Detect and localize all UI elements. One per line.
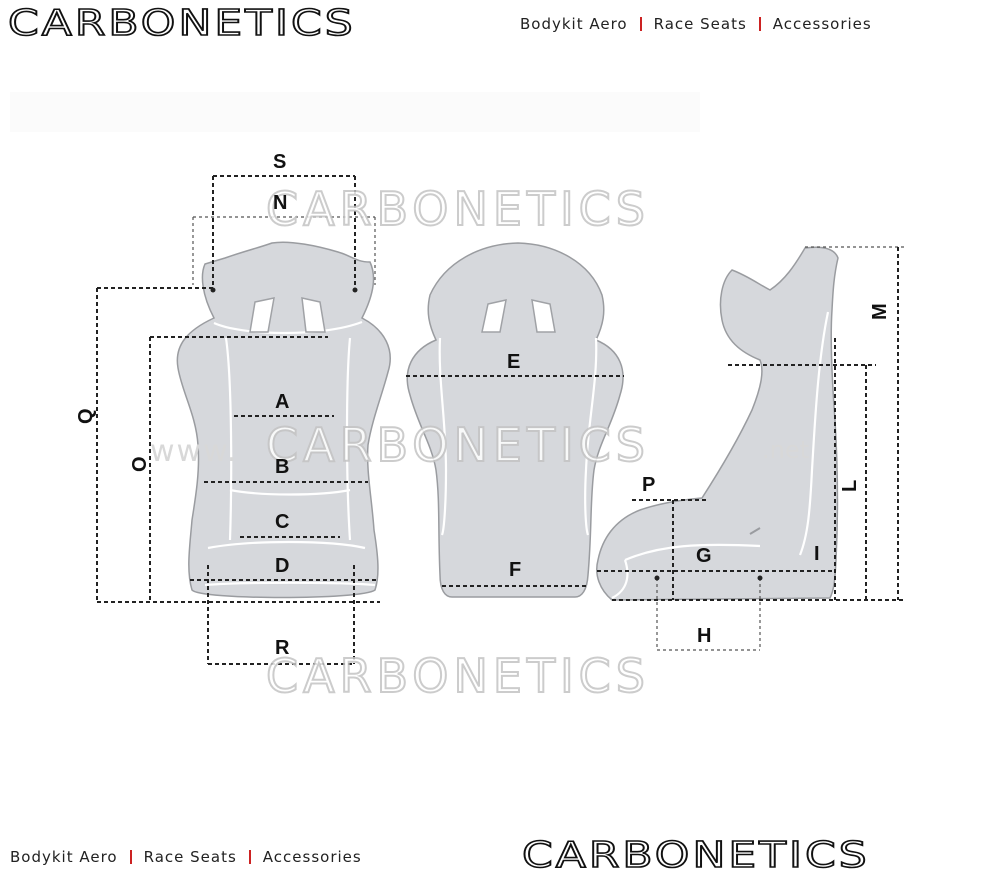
- dimension-label-Q: Q: [75, 408, 97, 424]
- nav-race-seats-link[interactable]: Race Seats: [653, 15, 747, 33]
- nav-separator: [639, 17, 642, 31]
- seat-front-view: [176, 241, 391, 599]
- dimension-label-M: M: [869, 303, 891, 320]
- dimension-label-H: H: [697, 625, 711, 647]
- dimension-label-A: A: [275, 391, 289, 413]
- dimension-label-L: L: [839, 480, 861, 492]
- footer-race-seats-link[interactable]: Race Seats: [143, 848, 237, 866]
- nav-separator: [758, 17, 761, 31]
- watermark-middle: CARBONETICS: [266, 418, 650, 472]
- dimension-label-S: S: [273, 151, 286, 173]
- dimension-label-B: B: [275, 456, 289, 478]
- dimension-label-E: E: [507, 351, 520, 373]
- watermark-bottom: CARBONETICS: [266, 649, 650, 703]
- dimension-label-I: I: [814, 543, 820, 565]
- dimension-label-G: G: [696, 545, 712, 567]
- nav-separator: [248, 850, 251, 864]
- dimension-label-N: N: [273, 192, 287, 214]
- watermark-middle-suffix: .net: [762, 436, 809, 464]
- front-dimension-lines: [96, 175, 380, 665]
- seat-side-view: [596, 246, 839, 601]
- nav-accessories-link[interactable]: Accessories: [772, 15, 872, 33]
- brand-logo-top[interactable]: CARBONETICS: [7, 2, 356, 44]
- watermark-middle-prefix: www.: [150, 434, 238, 469]
- nav-bodykit-aero-link[interactable]: Bodykit Aero: [520, 15, 628, 33]
- nav-separator: [129, 850, 132, 864]
- bottom-nav: Bodykit Aero Race Seats Accessories: [10, 848, 362, 866]
- dimension-label-F: F: [509, 559, 521, 581]
- top-nav: Bodykit Aero Race Seats Accessories: [520, 15, 872, 33]
- dimension-label-D: D: [275, 555, 289, 577]
- dimension-label-P: P: [642, 474, 655, 496]
- back-dimension-lines: [406, 375, 624, 587]
- brand-logo-bottom[interactable]: CARBONETICS: [521, 834, 870, 876]
- header-band: [10, 92, 700, 132]
- footer-accessories-link[interactable]: Accessories: [262, 848, 362, 866]
- watermark-top: CARBONETICS: [266, 182, 650, 236]
- dimension-label-C: C: [275, 511, 289, 533]
- seat-back-view: [406, 242, 624, 598]
- side-dimension-lines: [597, 246, 905, 651]
- dimension-label-R: R: [275, 637, 290, 659]
- footer-bodykit-aero-link[interactable]: Bodykit Aero: [10, 848, 118, 866]
- dimension-label-O: O: [129, 456, 151, 472]
